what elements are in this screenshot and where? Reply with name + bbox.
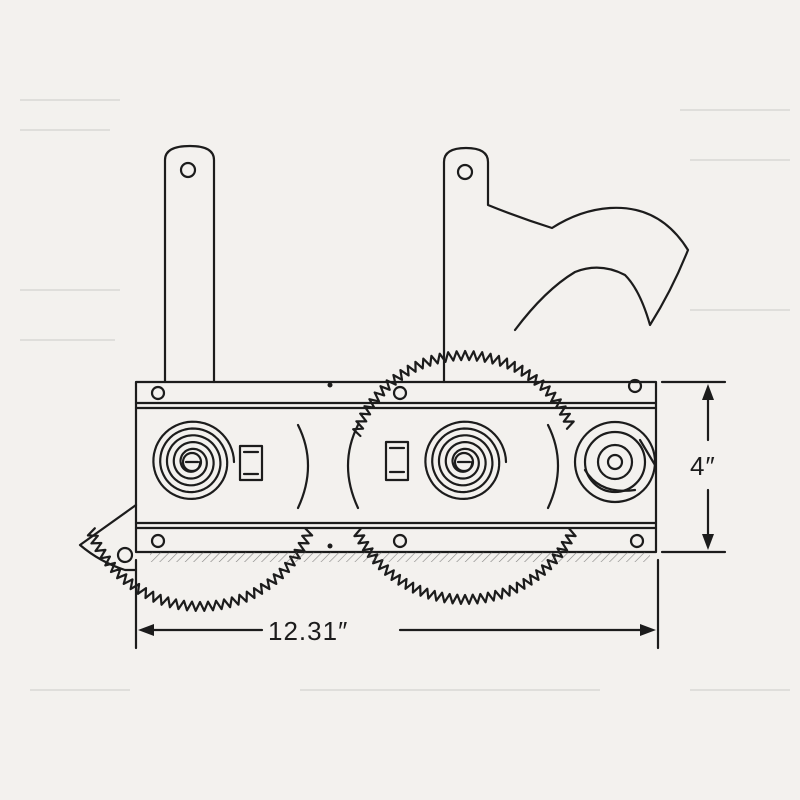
left-arm-hole — [179, 161, 197, 179]
right-lift-arm — [442, 146, 690, 384]
right-arm-hole — [456, 163, 474, 181]
crank-hub — [573, 420, 657, 504]
width-label: 12.31″ — [268, 616, 348, 646]
lower-center-gear-sector — [353, 527, 577, 605]
lower-left-gear-sector — [86, 527, 314, 612]
housing-screws — [150, 378, 645, 549]
spring-clip-right — [384, 440, 410, 482]
background-texture — [20, 99, 790, 691]
height-dimension: 4″ — [660, 380, 727, 554]
left-pivot-plate — [78, 503, 138, 572]
right-coil-spring — [384, 420, 508, 500]
left-coil-spring — [152, 420, 264, 500]
upper-gear-sector — [352, 349, 575, 438]
guide-slots — [296, 423, 560, 510]
width-dimension: 12.31″ — [134, 558, 660, 650]
left-lift-arm — [163, 144, 216, 384]
height-label: 4″ — [690, 451, 716, 481]
spring-clip-left — [238, 444, 264, 482]
regulator-housing — [134, 378, 658, 562]
pivot-hole — [116, 546, 134, 564]
